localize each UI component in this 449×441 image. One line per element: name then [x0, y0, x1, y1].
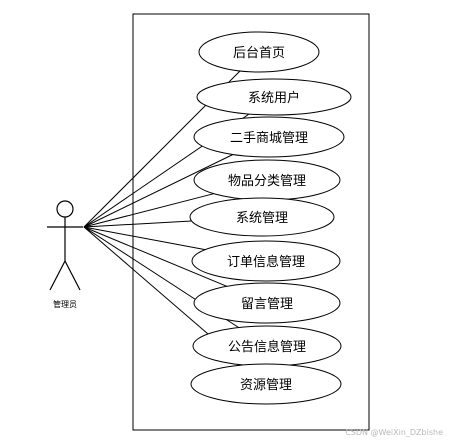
use-case-ellipse	[191, 240, 341, 282]
use-case-group: 后台首页系统用户二手商城管理物品分类管理系统管理订单信息管理留言管理公告信息管理…	[189, 31, 352, 405]
use-case-ellipse	[193, 282, 341, 324]
use-case-label: 物品分类管理	[228, 174, 306, 189]
use-case-ellipse	[196, 78, 352, 116]
watermark: CSDN @WeiXin_DZbishe	[345, 428, 443, 437]
actor-right-leg	[64, 260, 81, 291]
actor-left-leg	[49, 260, 66, 291]
actor-admin	[47, 200, 83, 291]
association-line	[83, 193, 214, 228]
use-case-label: 公告信息管理	[228, 339, 306, 355]
use-case-label: 资源管理	[240, 378, 292, 393]
use-case-label: 系统管理	[236, 211, 288, 226]
system-boundary	[132, 13, 370, 431]
association-line	[83, 226, 227, 287]
association-line	[83, 154, 234, 228]
use-case-label: 留言管理	[241, 297, 293, 312]
actor-head	[56, 200, 74, 218]
use-case-ellipse	[198, 31, 320, 73]
use-case-label: 后台首页	[233, 46, 285, 61]
association-line	[83, 226, 206, 251]
association-line	[83, 220, 192, 228]
actor-label: 管理员	[53, 299, 77, 309]
use-case-label: 系统用户	[248, 90, 300, 106]
use-case-label: 二手商城管理	[230, 131, 308, 146]
use-case-ellipse	[193, 116, 345, 158]
use-case-ellipse	[189, 197, 335, 237]
use-case-label: 订单信息管理	[227, 254, 305, 270]
use-case-ellipse	[190, 363, 342, 405]
